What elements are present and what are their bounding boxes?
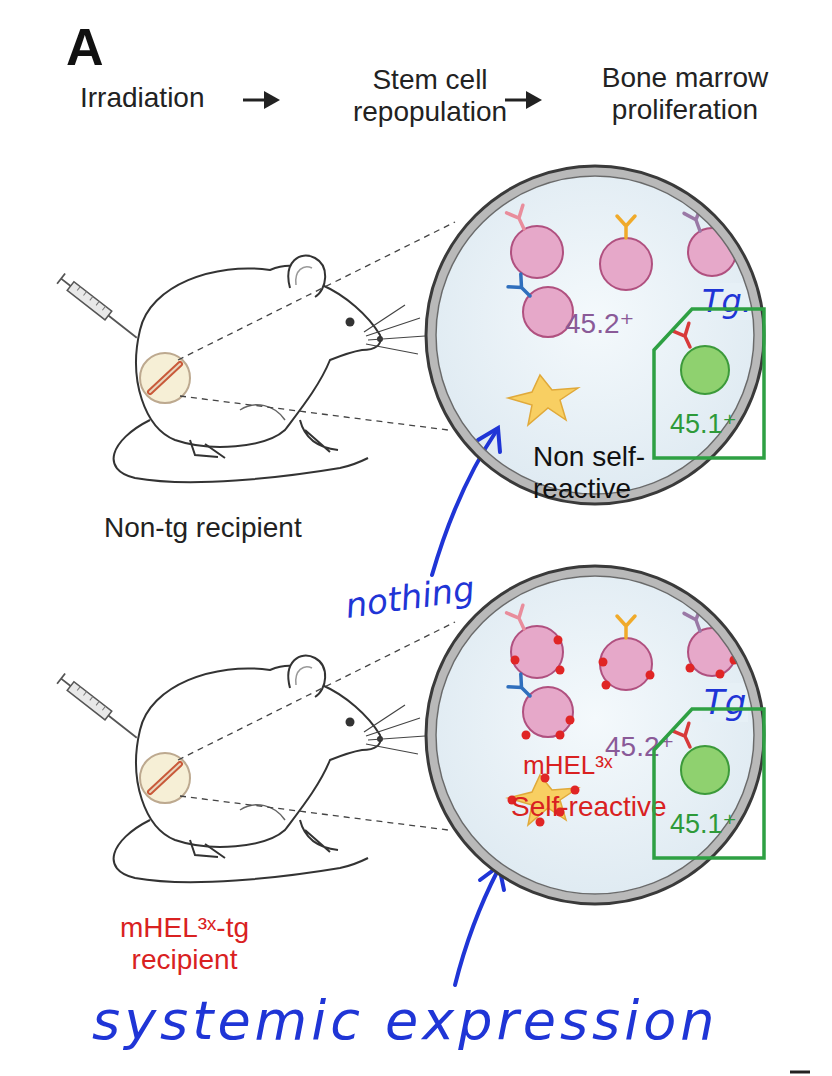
marker-label: 45.2⁺ bbox=[605, 731, 674, 763]
step-label: Stem cell repopulation bbox=[330, 64, 530, 128]
lens-circle-outline bbox=[425, 565, 765, 905]
handwritten-note: systemic expression bbox=[92, 990, 719, 1052]
mouse-drawing bbox=[57, 656, 425, 883]
status-label: Non self-reactive bbox=[533, 441, 738, 505]
marker-label: 45.2⁺ bbox=[565, 308, 634, 340]
marker-label: 45.1⁺ bbox=[670, 409, 737, 440]
step-label: Irradiation bbox=[80, 82, 205, 114]
step-label: Bone marrow proliferation bbox=[560, 62, 810, 126]
recipient-label: Non-tg recipient bbox=[104, 512, 302, 544]
corner-mark bbox=[790, 1071, 810, 1074]
lens-ground bbox=[431, 571, 759, 899]
handwritten-note: Tg bbox=[702, 683, 748, 722]
status-label: Self-reactive bbox=[511, 791, 667, 823]
panel-letter: A bbox=[66, 18, 104, 78]
transgenic-box: 45.1⁺ bbox=[652, 705, 766, 860]
lens-circle: mHEL³ˣ45.2⁺ Self-reactive45.1⁺ bbox=[425, 565, 765, 905]
handwritten-note: Tg. bbox=[700, 283, 754, 320]
transgenic-box: 45.1⁺ bbox=[652, 305, 766, 460]
marker-label: 45.1⁺ bbox=[670, 809, 737, 840]
recipient-label: mHEL³ˣ-tg recipient bbox=[92, 912, 277, 976]
lens-circle: 45.2⁺ Non self-reactive45.1⁺ bbox=[425, 165, 765, 505]
antigen-dots bbox=[508, 636, 739, 827]
antigen-label: mHEL³ˣ bbox=[523, 751, 612, 781]
handwritten-note: nothing bbox=[343, 569, 477, 626]
handwritten-arrow bbox=[432, 428, 504, 985]
mouse-drawing bbox=[57, 256, 425, 483]
